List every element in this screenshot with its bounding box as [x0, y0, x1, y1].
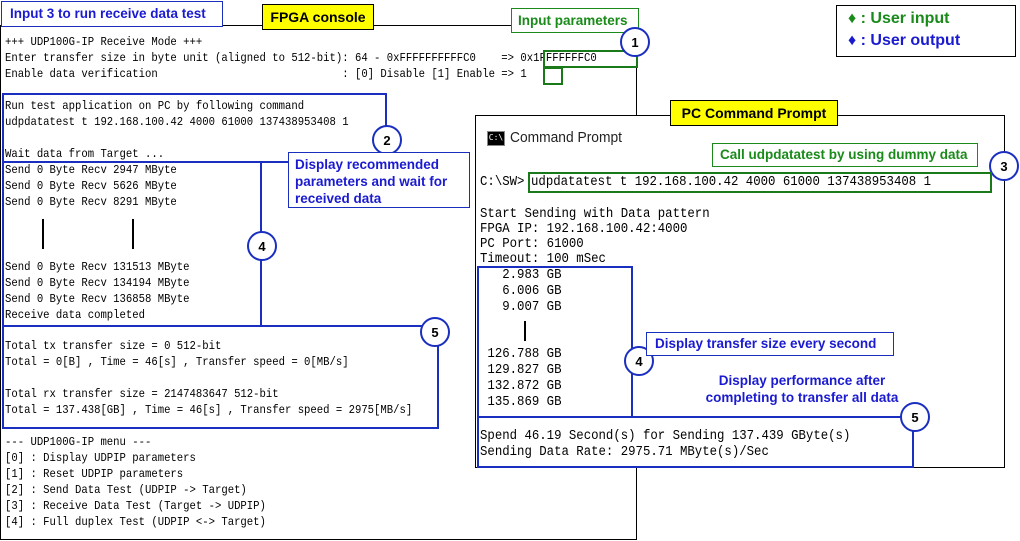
console-line: Enter transfer size in byte unit (aligne…: [5, 51, 597, 65]
command-highlight: [528, 172, 992, 193]
console-line: Receive data completed: [5, 308, 145, 322]
console-line: Total tx transfer size = 0 512-bit: [5, 339, 222, 353]
console-line: Wait data from Target ...: [5, 147, 165, 161]
step-1-marker: 1: [620, 27, 650, 57]
console-line: Send 0 Byte Recv 131513 MByte: [5, 260, 190, 274]
cmd-output-line: FPGA IP: 192.168.100.42:4000: [480, 221, 688, 237]
cmd-prompt-path: C:\SW>: [480, 174, 525, 190]
console-line: [0] : Display UDPIP parameters: [5, 451, 196, 465]
transfer-size-callout: Display transfer size every second: [646, 332, 894, 356]
cmd-output-line: Start Sending with Data pattern: [480, 206, 710, 222]
console-line: [4] : Full duplex Test (UDPIP <-> Target…: [5, 515, 266, 529]
console-line: --- UDP100G-IP menu ---: [5, 435, 152, 449]
fpga-input-hint-label: Input 3 to run receive data test: [1, 1, 223, 27]
console-line: [1] : Reset UDPIP parameters: [5, 467, 184, 481]
step-3-marker: 3: [989, 151, 1019, 181]
console-line: Run test application on PC by following …: [5, 99, 305, 113]
console-line: [2] : Send Data Test (UDPIP -> Target): [5, 483, 247, 497]
fpga-console-title: FPGA console: [262, 4, 374, 30]
input-verify-highlight: [543, 67, 563, 85]
step-5-marker-fpga: 5: [420, 317, 450, 347]
legend-user-input: ♦ : User input: [848, 10, 950, 27]
console-line: Send 0 Byte Recv 5626 MByte: [5, 179, 177, 193]
legend-user-output: ♦ : User output: [848, 32, 961, 49]
ellipsis-bar: [524, 321, 526, 341]
console-line: Send 0 Byte Recv 134194 MByte: [5, 276, 190, 290]
cmd-size-line: 9.007 GB: [480, 299, 562, 315]
console-line: Total = 137.438[GB] , Time = 46[s] , Tra…: [5, 403, 413, 417]
console-line: udpdatatest t 192.168.100.42 4000 61000 …: [5, 115, 349, 129]
cmd-size-line: 126.788 GB: [480, 346, 562, 362]
cmd-size-line: 135.869 GB: [480, 394, 562, 410]
console-line: Send 0 Byte Recv 2947 MByte: [5, 163, 177, 177]
pc-performance-box: [477, 416, 914, 468]
cmd-size-line: 2.983 GB: [480, 267, 562, 283]
performance-callout: Display performance after completing to …: [705, 373, 899, 405]
cmd-output-line: Timeout: 100 mSec: [480, 251, 606, 267]
cmd-output-line: PC Port: 61000: [480, 236, 584, 252]
legend-box: [836, 5, 1016, 57]
cmd-result-line: Sending Data Rate: 2975.71 MByte(s)/Sec: [480, 444, 769, 460]
cmd-result-line: Spend 46.19 Second(s) for Sending 137.43…: [480, 428, 851, 444]
cmd-size-line: 129.827 GB: [480, 362, 562, 378]
step-2-marker: 2: [372, 125, 402, 155]
step-4-marker-fpga: 4: [247, 231, 277, 261]
console-line: Send 0 Byte Recv 8291 MByte: [5, 195, 177, 209]
cmd-size-line: 132.872 GB: [480, 378, 562, 394]
console-line: [3] : Receive Data Test (Target -> UDPIP…: [5, 499, 266, 513]
step-5-marker-pc: 5: [900, 402, 930, 432]
call-udp-callout: Call udpdatatest by using dummy data: [712, 143, 978, 167]
pc-command-prompt-title: PC Command Prompt: [670, 100, 838, 126]
console-line: Total rx transfer size = 2147483647 512-…: [5, 387, 279, 401]
performance-box: [2, 325, 439, 429]
cmd-window-title: Command Prompt: [510, 129, 622, 146]
input-size-highlight: [543, 50, 638, 68]
receive-progress-box: [2, 161, 262, 327]
cmd-size-line: 6.006 GB: [480, 283, 562, 299]
ellipsis-bar: [132, 219, 134, 249]
console-line: +++ UDP100G-IP Receive Mode +++: [5, 35, 203, 49]
console-line: Enable data verification : [0] Disable […: [5, 67, 527, 81]
cmd-window-icon: C:\: [487, 131, 505, 146]
transfer-size-box: [477, 266, 633, 418]
input-params-callout: Input parameters: [511, 8, 639, 33]
console-line: Send 0 Byte Recv 136858 MByte: [5, 292, 190, 306]
ellipsis-bar: [42, 219, 44, 249]
recommend-callout: Display recommended parameters and wait …: [288, 152, 470, 208]
cmd-command-line: udpdatatest t 192.168.100.42 4000 61000 …: [531, 174, 931, 190]
console-line: Total = 0[B] , Time = 46[s] , Transfer s…: [5, 355, 349, 369]
